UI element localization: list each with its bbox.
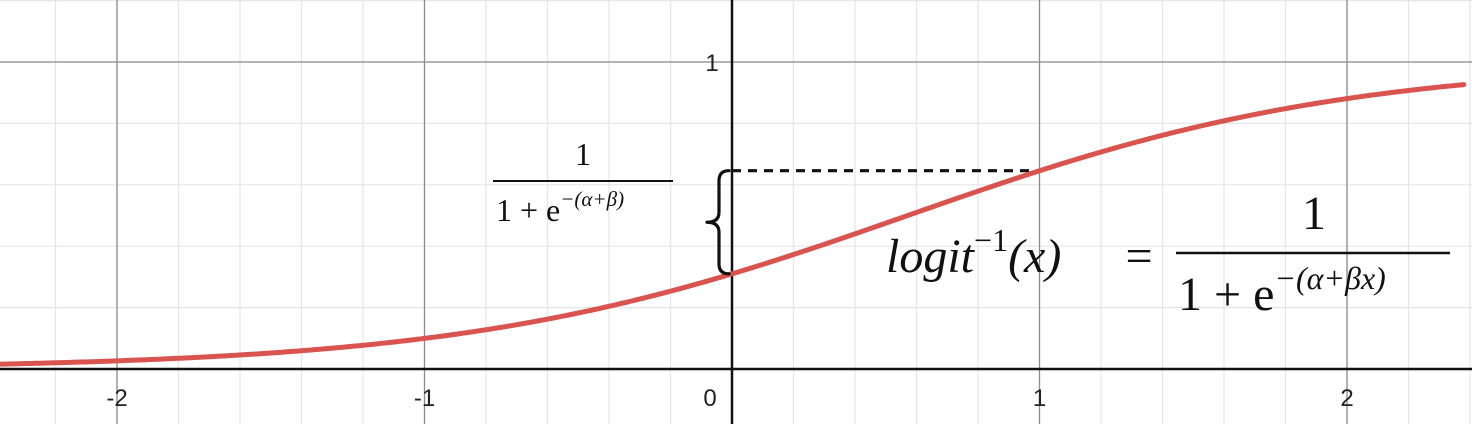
x-tick-label: -1 <box>414 385 435 412</box>
brace-fraction: 1 1 + e−(α+β) <box>493 136 673 228</box>
brace-denominator: 1 + e−(α+β) <box>496 187 624 228</box>
tick-labels: -2 -1 0 1 2 1 <box>106 50 1353 412</box>
x-tick-label: -2 <box>106 385 127 412</box>
formula-denominator: 1 + e−(α+βx) <box>1178 260 1386 321</box>
formula-numerator: 1 <box>1302 187 1326 240</box>
x-tick-label: 2 <box>1340 385 1353 412</box>
y-tick-label: 1 <box>705 50 718 77</box>
x-tick-label: 0 <box>703 385 716 412</box>
brace-annotation <box>705 169 731 276</box>
logit-formula: logit−1(x) = 1 1 + e−(α+βx) <box>886 187 1450 321</box>
x-tick-label: 1 <box>1033 385 1046 412</box>
formula-equals: = <box>1125 230 1152 283</box>
brace-numerator: 1 <box>575 136 591 172</box>
formula-lhs: logit−1(x) <box>886 222 1061 283</box>
logistic-curve <box>0 82 1467 367</box>
